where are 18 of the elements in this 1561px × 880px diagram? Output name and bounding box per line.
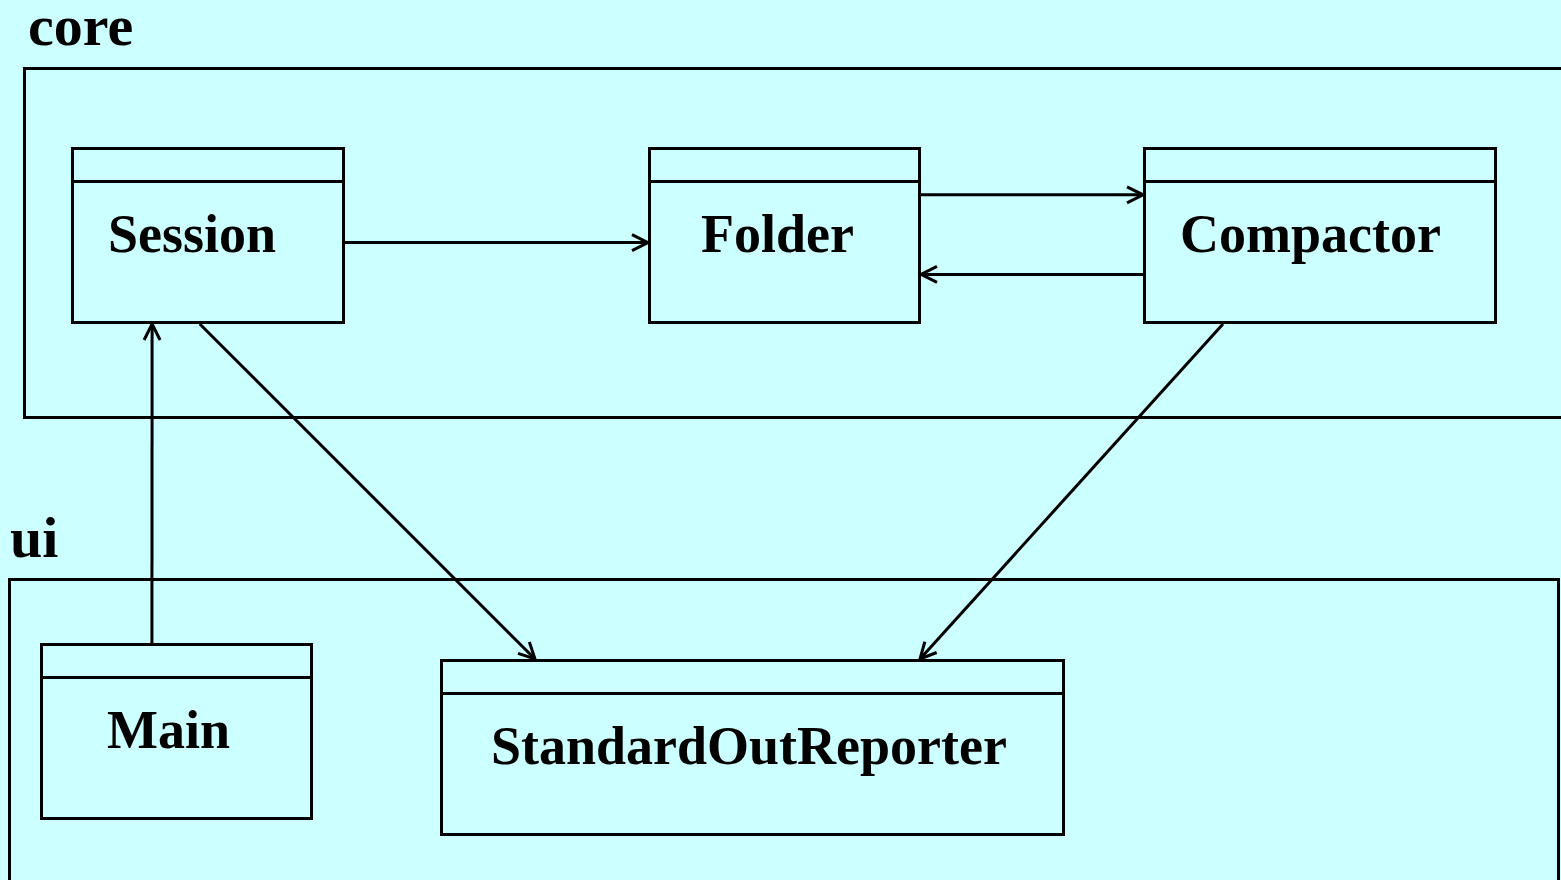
class-name: Folder <box>701 206 854 262</box>
class-box <box>648 147 921 324</box>
class-box <box>440 659 1065 836</box>
class-name: Compactor <box>1180 206 1441 262</box>
arrow <box>919 264 1143 284</box>
arrow <box>345 233 650 253</box>
class-box <box>71 147 345 324</box>
package-label: core <box>28 0 134 52</box>
arrow <box>921 185 1145 205</box>
class-name: StandardOutReporter <box>491 718 1007 774</box>
class-box <box>1143 147 1497 324</box>
arrow <box>142 322 162 643</box>
arrow <box>918 323 1225 661</box>
class-name: Session <box>108 206 277 262</box>
arrow <box>198 322 537 661</box>
class-name: Main <box>107 702 230 758</box>
class-box <box>40 643 313 820</box>
package-label: ui <box>10 512 59 564</box>
